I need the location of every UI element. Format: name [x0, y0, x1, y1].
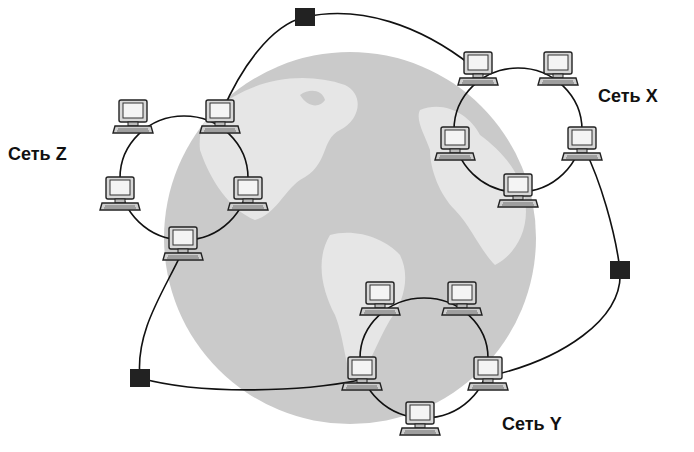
computer	[562, 127, 602, 160]
computer	[342, 357, 382, 390]
computer	[442, 282, 482, 315]
computer	[163, 227, 203, 260]
computer	[435, 127, 475, 160]
computer	[100, 177, 140, 210]
routers	[130, 8, 630, 387]
router	[610, 261, 630, 279]
computer	[228, 177, 268, 210]
network-label: Сеть X	[598, 86, 658, 108]
network-label: Сеть Y	[502, 414, 562, 436]
ring-y	[360, 298, 488, 418]
router	[295, 8, 315, 26]
computer	[113, 100, 153, 133]
continent	[200, 78, 358, 220]
globe	[164, 52, 536, 424]
computer	[468, 357, 508, 390]
computer	[498, 174, 538, 207]
computer	[458, 52, 498, 85]
computer	[538, 52, 578, 85]
wan-links	[139, 14, 620, 390]
rings	[120, 68, 582, 418]
computer	[360, 282, 400, 315]
lake	[300, 91, 325, 106]
wan-link	[222, 14, 472, 112]
globe-disc	[164, 52, 536, 424]
network-label: Сеть Z	[8, 144, 67, 166]
computers	[100, 52, 602, 435]
wan-link	[139, 250, 360, 390]
wan-link	[490, 150, 620, 376]
computer	[400, 402, 440, 435]
ring-z	[120, 116, 248, 240]
router	[130, 369, 150, 387]
computer	[200, 100, 240, 133]
